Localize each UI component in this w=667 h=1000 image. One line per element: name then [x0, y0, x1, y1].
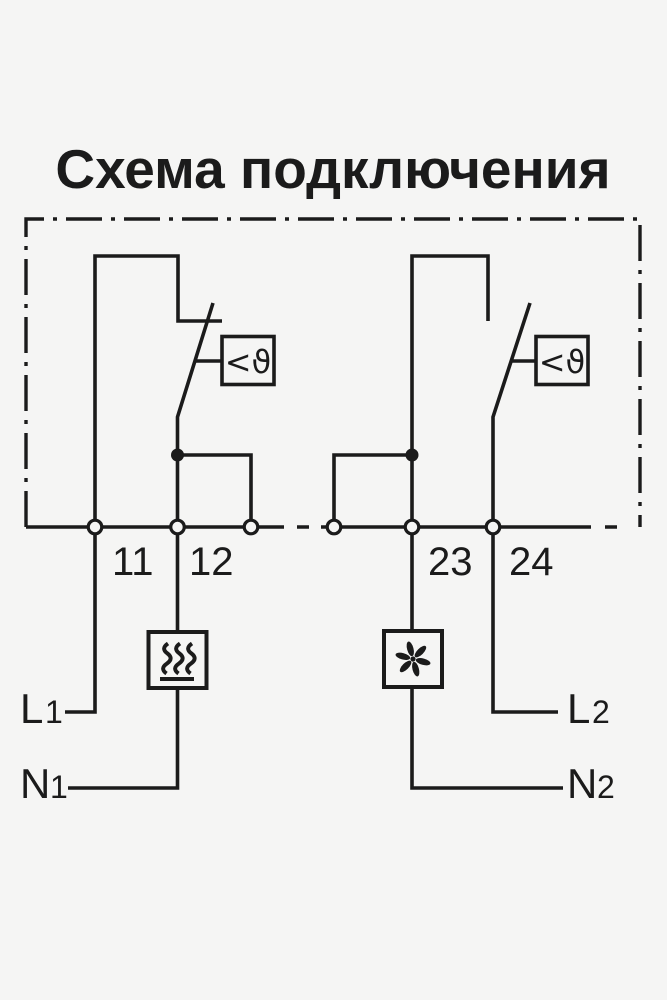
terminal-circle-bridge-right: [325, 518, 343, 536]
thermostat-box-left: [220, 334, 276, 387]
terminal-label-24: 24: [509, 540, 554, 584]
fan-to-n2-wire: [410, 687, 563, 790]
l2-label: L: [567, 685, 590, 732]
fan-hub: [410, 656, 416, 662]
l2-sub: 2: [592, 694, 610, 730]
thermostat-symbol-left: <ϑ: [225, 343, 272, 381]
right-circuit: <ϑ: [332, 254, 590, 790]
left-junction-dot: [171, 448, 184, 462]
fan-blade-2: [414, 645, 427, 658]
terminal-strip: [86, 518, 502, 536]
n2-label: N: [567, 760, 597, 807]
left-circuit: <ϑ: [65, 254, 276, 790]
heat-wave-3: [185, 641, 197, 676]
nc-contact-blade-icon: [175, 302, 215, 632]
l1-label: L: [20, 685, 43, 732]
thermostat-symbol-right: <ϑ: [539, 343, 586, 381]
right-fixed-contact-wire: [410, 254, 490, 631]
heater-to-n1-wire: [68, 688, 180, 790]
heat-wave-1: [161, 641, 173, 676]
fan-icon: [382, 629, 444, 689]
terminal-label-12: 12: [189, 540, 234, 584]
l1-sub: 1: [45, 694, 63, 730]
left-bridge-branch: [177, 453, 253, 527]
fan-blade-1: [406, 641, 414, 657]
fan-blade-6: [395, 652, 411, 660]
thermostat-sensor-right: <ϑ: [534, 334, 590, 387]
right-junction-dot: [405, 448, 419, 462]
page-title: Схема подключения: [55, 138, 610, 200]
fan-blade-4: [412, 661, 420, 677]
terminal-circle-11: [86, 518, 104, 536]
terminal-circle-24: [484, 518, 502, 536]
n1-sub: 1: [50, 769, 68, 805]
fan-blade-5: [399, 660, 412, 673]
right-bridge-branch: [332, 453, 412, 527]
terminal-label-23: 23: [428, 540, 473, 584]
left-fixed-contact-wire: [65, 254, 222, 714]
terminal-circle-12: [169, 518, 186, 536]
terminal-label-11: 11: [112, 540, 154, 584]
fan-blade-3: [415, 658, 431, 666]
power-labels: L 1 N 1 L 2 N 2: [20, 685, 615, 807]
terminal-circle-23: [403, 518, 421, 536]
n1-label: N: [20, 760, 50, 807]
terminal-circle-bridge-left: [242, 518, 260, 536]
thermostat-sensor-left: <ϑ: [220, 334, 276, 387]
device-boundary: [24, 217, 642, 527]
heat-wave-2: [173, 641, 185, 676]
n2-sub: 2: [597, 769, 615, 805]
heater-icon: [146, 630, 209, 690]
thermostat-box-right: [534, 334, 590, 387]
